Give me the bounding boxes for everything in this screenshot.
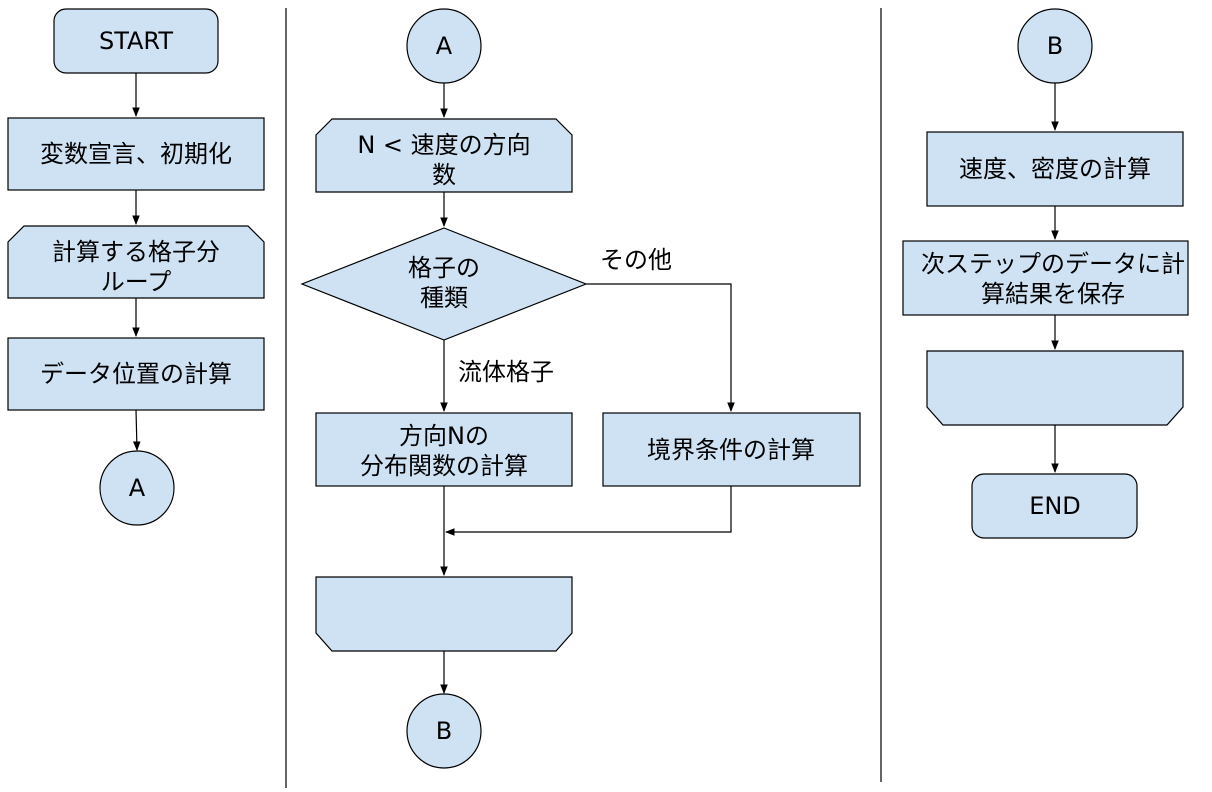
direction-loop-start	[315, 118, 573, 193]
data-position-label: データ位置の計算	[40, 360, 232, 388]
end-terminal	[971, 473, 1138, 539]
connector-b-in-label: B	[1047, 32, 1063, 60]
cell-loop-start	[7, 225, 265, 299]
edge-boundary-merge	[445, 486, 732, 536]
connector-a-out-label: A	[129, 474, 146, 502]
connector-b-out-label: B	[436, 717, 452, 745]
direction-loop-label-line2: 数	[432, 161, 456, 189]
velocity-density-process	[926, 131, 1184, 207]
edge-decision-to-boundary	[586, 283, 735, 412]
edge-datapos-to-a	[132, 409, 141, 451]
save-results-label-line2: 算結果を保存	[981, 280, 1125, 308]
cell-loop-label-line2: ループ	[101, 268, 172, 296]
connector-a-out	[99, 450, 175, 526]
save-results-process	[902, 240, 1189, 316]
decision-label-line1: 格子の	[408, 254, 480, 282]
boundary-process	[602, 412, 861, 487]
distribution-label-line2: 分布関数の計算	[360, 452, 528, 480]
cell-loop-end	[926, 350, 1184, 426]
direction-loop-label-line1: N < 速度の方向	[357, 131, 530, 159]
distribution-label-line1: 方向Nの	[399, 422, 489, 450]
velocity-density-label: 速度、密度の計算	[959, 155, 1151, 183]
data-position-process	[7, 337, 265, 411]
start-label: START	[99, 27, 173, 55]
connector-a-in-label: A	[436, 32, 453, 60]
init-label: 変数宣言、初期化	[40, 140, 232, 168]
connector-b-out	[406, 693, 482, 769]
decision-label-line2: 種類	[420, 284, 468, 312]
fluid-branch-label: 流体格子	[458, 358, 554, 386]
direction-loop-end	[315, 576, 573, 652]
other-branch-label: その他	[600, 246, 672, 274]
boundary-label: 境界条件の計算	[647, 436, 815, 464]
cell-loop-label-line1: 計算する格子分	[52, 238, 220, 266]
save-results-label-line1: 次ステップのデータに計	[921, 250, 1185, 278]
end-label: END	[1029, 492, 1081, 520]
